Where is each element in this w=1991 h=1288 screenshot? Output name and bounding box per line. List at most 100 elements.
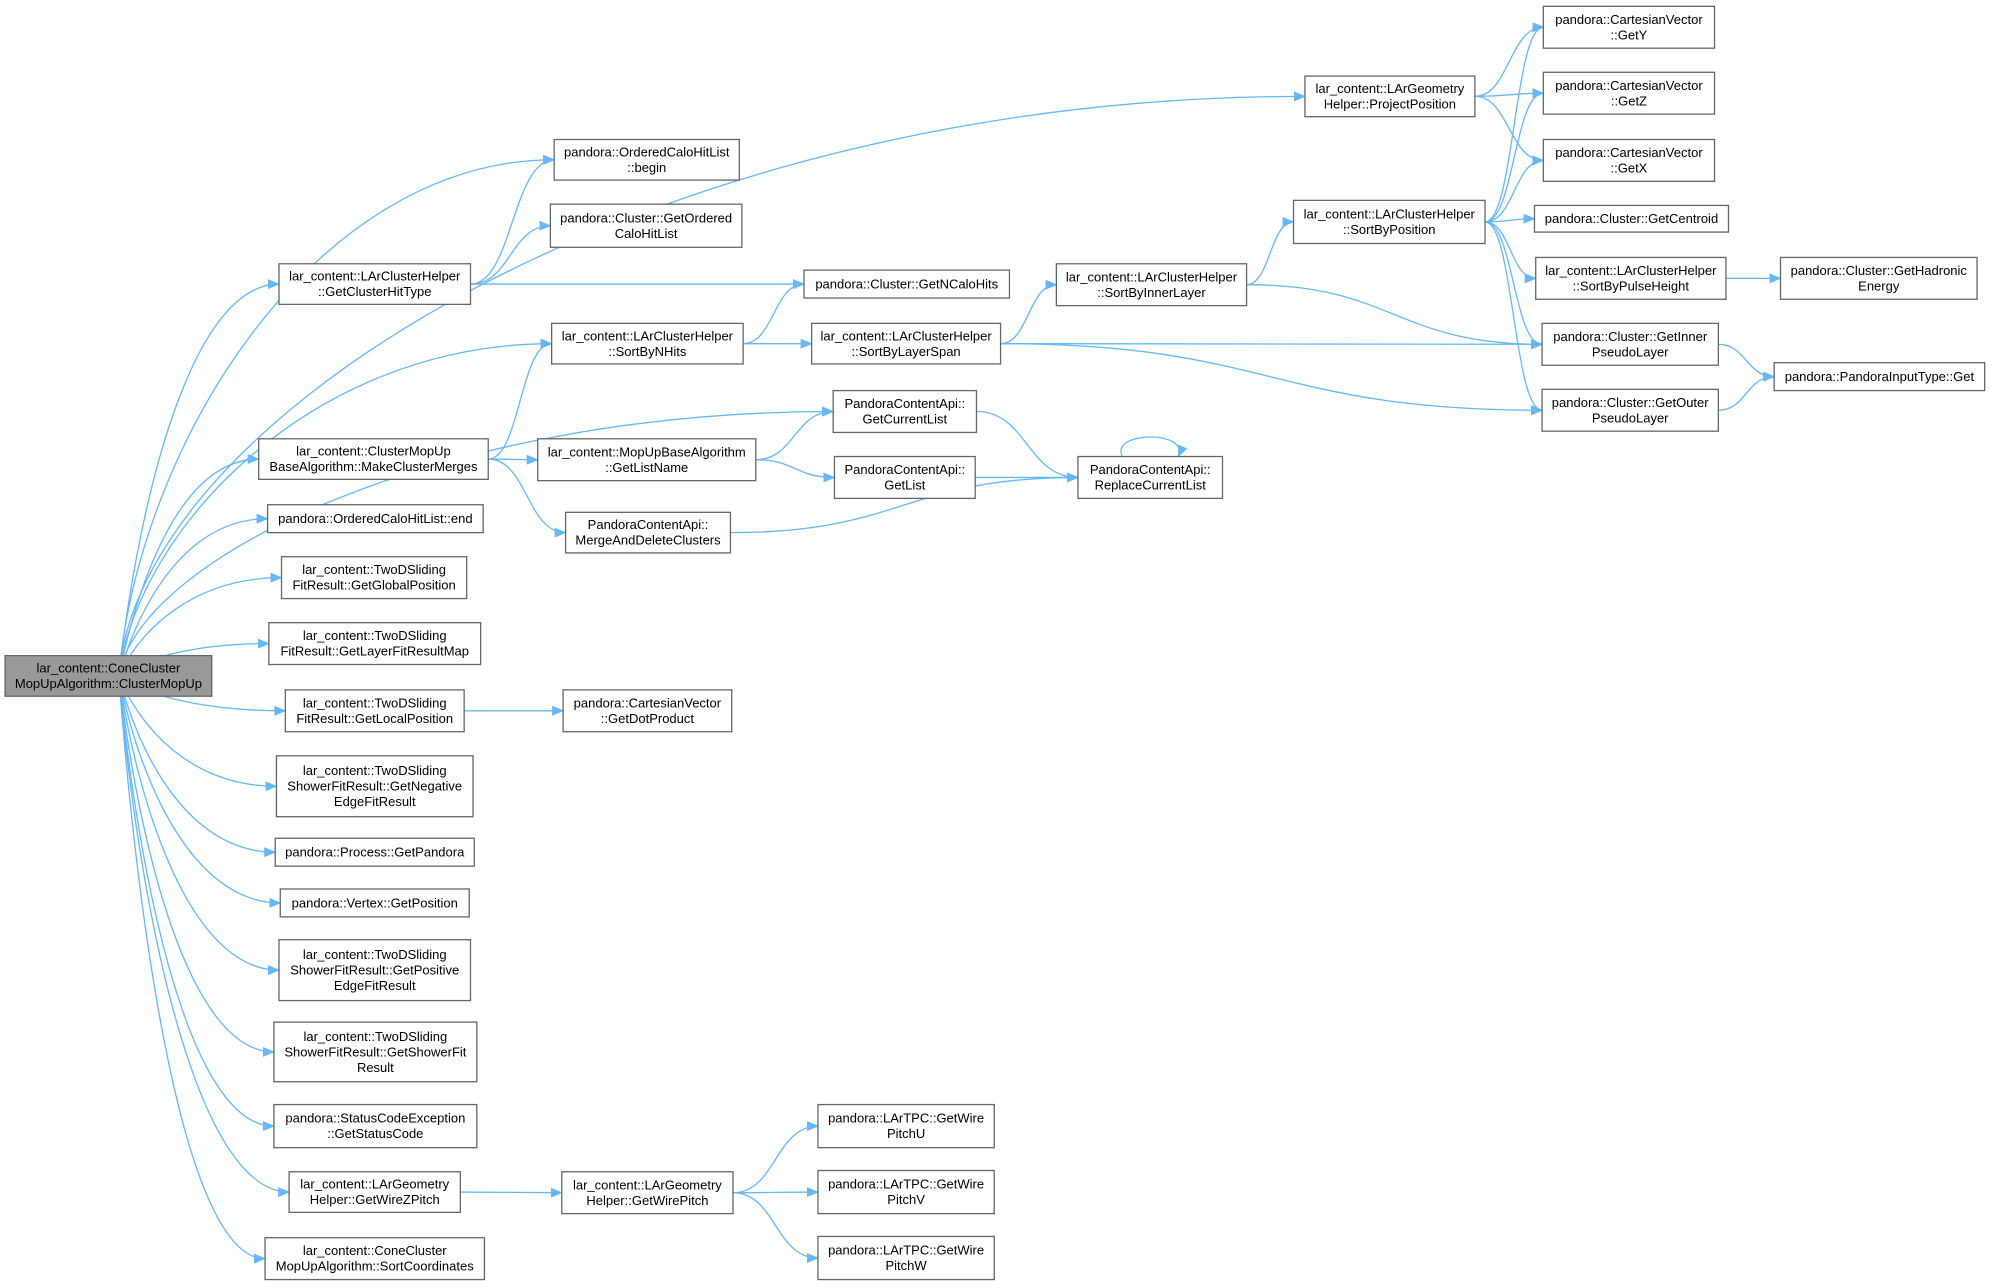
- node-box: [4, 654, 213, 697]
- node-getcurrentlist[interactable]: PandoraContentApi::GetCurrentList: [832, 389, 978, 434]
- node-box: [1773, 362, 1986, 392]
- edge-getouter-to-pitget: [1718, 371, 1776, 411]
- node-getpandora[interactable]: pandora::Process::GetPandora: [274, 837, 475, 867]
- node-vtxpos[interactable]: pandora::Vertex::GetPosition: [279, 888, 470, 918]
- node-getX[interactable]: pandora::CartesianVector::GetX: [1542, 138, 1716, 182]
- node-box: [280, 556, 468, 600]
- node-root[interactable]: lar_content::ConeClusterMopUpAlgorithm::…: [4, 654, 213, 697]
- node-box: [274, 837, 475, 867]
- node-label: lar_content::LArClusterHelper: [1304, 207, 1476, 222]
- node-label: ::GetListName: [605, 460, 688, 475]
- edge-sortbypos-to-getY: [1484, 22, 1545, 223]
- node-label: pandora::Cluster::GetCentroid: [1545, 211, 1718, 226]
- node-sortnhits[interactable]: lar_content::LArClusterHelper::SortByNHi…: [550, 322, 744, 365]
- node-sortspan[interactable]: lar_content::LArClusterHelper::SortByLay…: [810, 322, 1002, 365]
- node-label: ::SortByPosition: [1343, 222, 1436, 237]
- node-getlayermap[interactable]: lar_content::TwoDSlidingFitResult::GetLa…: [268, 622, 482, 666]
- node-box: [817, 1235, 995, 1281]
- node-label: PandoraContentApi::: [1090, 462, 1211, 477]
- node-label: Helper::GetWireZPitch: [310, 1192, 440, 1207]
- node-getZ[interactable]: pandora::CartesianVector::GetZ: [1542, 71, 1716, 115]
- node-mergedelete[interactable]: PandoraContentApi::MergeAndDeleteCluster…: [564, 511, 732, 554]
- edge-sortspan-to-getouter: [1000, 343, 1544, 416]
- node-label: ShowerFitResult::GetNegative: [287, 779, 462, 794]
- edge-sortbypos-to-getX: [1484, 155, 1545, 223]
- node-label: pandora::Cluster::GetInner: [1553, 329, 1708, 344]
- node-box: [1541, 322, 1719, 366]
- node-label: PseudoLayer: [1592, 410, 1669, 425]
- edge-sortinner-to-getinner: [1246, 284, 1544, 350]
- node-box: [266, 504, 484, 534]
- edge-makemerges-to-mergedelete: [488, 458, 567, 538]
- edge-getlistname-to-getlist: [755, 459, 836, 483]
- node-gethittype[interactable]: lar_content::LArClusterHelper::GetCluste…: [278, 263, 472, 306]
- node-wirepitch[interactable]: lar_content::LArGeometryHelper::GetWireP…: [561, 1171, 734, 1215]
- node-label: ::GetY: [1611, 27, 1648, 42]
- node-label: FitResult::GetGlobalPosition: [292, 578, 455, 593]
- node-box: [1542, 71, 1716, 115]
- node-label: lar_content::ClusterMopUp: [296, 444, 451, 459]
- node-label: pandora::LArTPC::GetWire: [828, 1111, 984, 1126]
- node-label: pandora::OrderedCaloHitList::end: [278, 511, 472, 526]
- node-sortcoords[interactable]: lar_content::ConeClusterMopUpAlgorithm::…: [264, 1237, 486, 1281]
- edge-sortbypos-to-sortpulse: [1484, 221, 1537, 284]
- node-box: [833, 455, 976, 500]
- node-box: [549, 203, 743, 248]
- edge-root-to-wirezpitch: [118, 675, 291, 1198]
- node-label: pandora::Cluster::GetNCaloHits: [815, 276, 998, 291]
- node-label: PandoraContentApi::: [844, 462, 965, 477]
- node-getposedge[interactable]: lar_content::TwoDSlidingShowerFitResult:…: [278, 939, 472, 1002]
- node-label: pandora::LArTPC::GetWire: [828, 1243, 984, 1258]
- node-label: MopUpAlgorithm::ClusterMopUp: [15, 676, 202, 691]
- node-getY[interactable]: pandora::CartesianVector::GetY: [1542, 5, 1716, 49]
- node-box: [817, 1103, 995, 1149]
- edges-layer: [118, 22, 1782, 1264]
- node-sortinner[interactable]: lar_content::LArClusterHelper::SortByInn…: [1055, 263, 1248, 307]
- node-label: lar_content::LArGeometry: [1315, 81, 1464, 96]
- node-getcentroid[interactable]: pandora::Cluster::GetCentroid: [1533, 204, 1730, 233]
- node-ochlbegin[interactable]: pandora::OrderedCaloHitList::begin: [553, 138, 740, 181]
- node-label: PandoraContentApi::: [844, 396, 965, 411]
- node-box: [278, 939, 472, 1002]
- node-wirezpitch[interactable]: lar_content::LArGeometryHelper::GetWireZ…: [288, 1171, 461, 1214]
- node-sortpulse[interactable]: lar_content::LArClusterHelper::SortByPul…: [1535, 256, 1727, 300]
- node-box: [273, 1021, 478, 1083]
- node-pitget[interactable]: pandora::PandoraInputType::Get: [1773, 362, 1986, 392]
- edge-root-to-getpandora: [118, 675, 277, 858]
- node-label: pandora::CartesianVector: [1555, 78, 1703, 93]
- node-getneg[interactable]: lar_content::TwoDSlidingShowerFitResult:…: [275, 755, 474, 818]
- node-box: [273, 1103, 478, 1149]
- node-getlocal[interactable]: lar_content::TwoDSlidingFitResult::GetLo…: [284, 689, 465, 733]
- edge-sortbypos-to-getinner: [1484, 221, 1544, 350]
- edge-root-to-ochlend: [118, 513, 269, 677]
- node-getlistname[interactable]: lar_content::MopUpBaseAlgorithm::GetList…: [537, 438, 757, 482]
- node-statuscode[interactable]: pandora::StatusCodeException::GetStatusC…: [273, 1103, 478, 1149]
- node-ochlend[interactable]: pandora::OrderedCaloHitList::end: [266, 504, 484, 534]
- edge-root-to-makemerges: [118, 454, 260, 677]
- node-label: ::GetX: [1611, 161, 1648, 176]
- node-label: ShowerFitResult::GetPositive: [290, 962, 459, 977]
- node-label: lar_content::LArClusterHelper: [1545, 263, 1717, 278]
- node-getglobal[interactable]: lar_content::TwoDSlidingFitResult::GetGl…: [280, 556, 468, 600]
- edge-wirezpitch-to-wirepitch: [460, 1187, 563, 1198]
- node-makemerges[interactable]: lar_content::ClusterMopUpBaseAlgorithm::…: [258, 438, 489, 481]
- node-getlist[interactable]: PandoraContentApi::GetList: [833, 455, 976, 500]
- node-label: pandora::CartesianVector: [1555, 12, 1703, 27]
- node-projpos[interactable]: lar_content::LArGeometryHelper::ProjectP…: [1304, 75, 1476, 118]
- node-box: [564, 511, 732, 554]
- node-sortbypos[interactable]: lar_content::LArClusterHelper::SortByPos…: [1292, 199, 1486, 245]
- node-getncalo[interactable]: pandora::Cluster::GetNCaloHits: [803, 269, 1011, 299]
- edge-gethittype-to-getordered: [470, 220, 552, 285]
- node-getdot[interactable]: pandora::CartesianVector::GetDotProduct: [562, 689, 733, 733]
- node-label: PseudoLayer: [1592, 344, 1669, 359]
- node-getshowerfit[interactable]: lar_content::TwoDSlidingShowerFitResult:…: [273, 1021, 478, 1083]
- node-replacelist[interactable]: PandoraContentApi::ReplaceCurrentList: [1077, 455, 1224, 500]
- edge-getlistname-to-getcurrentlist: [755, 406, 835, 461]
